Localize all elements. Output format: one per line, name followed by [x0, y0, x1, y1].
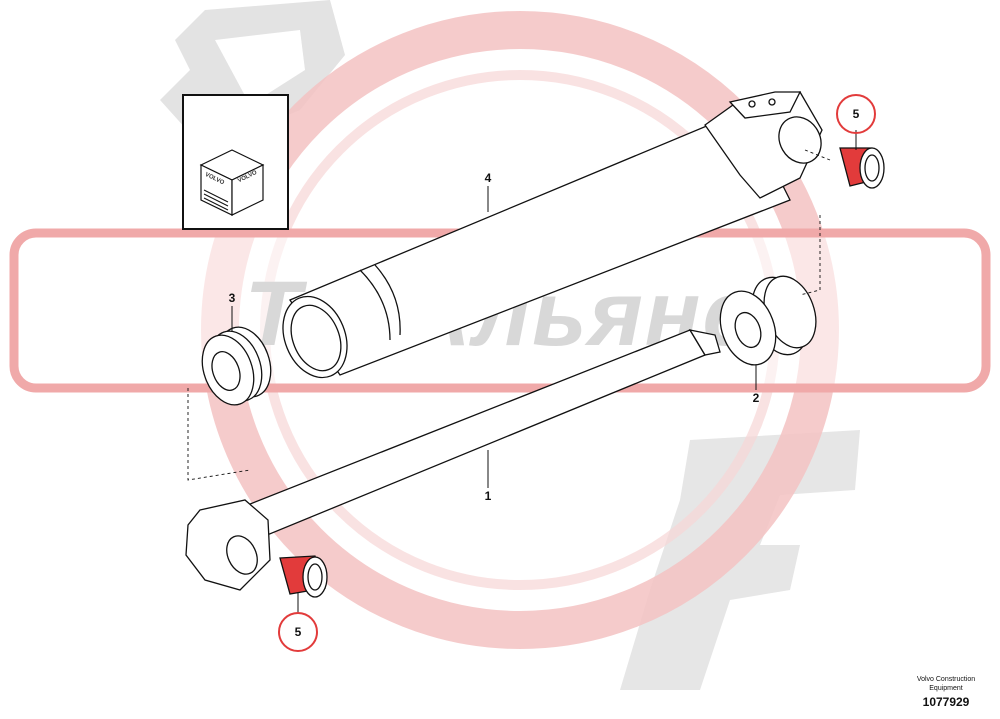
- dash-right: [799, 215, 821, 296]
- bushing-top-bore: [864, 154, 880, 182]
- piston-rod: [185, 329, 721, 591]
- bushing-top: [839, 147, 885, 189]
- footer-maker: Volvo Construction Equipment: [916, 676, 976, 692]
- callout-5a: 5: [853, 107, 860, 121]
- callout-3: 3: [229, 291, 236, 305]
- barrel-band: [359, 269, 391, 341]
- callout-2: 2: [753, 391, 760, 405]
- barrel-head-top: [728, 91, 802, 119]
- rod-end-tip: [688, 329, 721, 356]
- assembly-lines: [187, 149, 831, 481]
- barrel-band-2: [374, 264, 401, 336]
- rod-eye-hole: [226, 535, 258, 575]
- callout-5a-highlight: [836, 94, 876, 134]
- footer: Volvo Construction Equipment 1077929: [906, 675, 986, 709]
- cylinder-barrel: [282, 91, 823, 379]
- footer-image-number: 1077929: [922, 695, 970, 709]
- dash-top-eye: [804, 149, 831, 161]
- bushing-bottom-bore: [307, 563, 323, 591]
- package-cube-right: [231, 164, 264, 216]
- head-bore: [211, 351, 241, 391]
- callout-5b: 5: [295, 625, 302, 639]
- package-box: VOLVO VOLVO: [182, 94, 289, 230]
- callout-5b-highlight: [278, 612, 318, 652]
- dash-left: [187, 388, 251, 481]
- callout-4: 4: [485, 171, 492, 185]
- cylinder-head: [201, 326, 272, 406]
- callout-1: 1: [485, 489, 492, 503]
- barrel-eye: [778, 116, 822, 164]
- piston-bore: [734, 311, 762, 349]
- bushing-bottom: [279, 555, 328, 598]
- watermark-gear-top-cut: [215, 30, 305, 105]
- package-stripes: [203, 189, 229, 211]
- barrel-open-end-inner: [290, 304, 342, 372]
- barrel-port-1: [748, 100, 756, 108]
- barrel-port-2: [768, 98, 776, 106]
